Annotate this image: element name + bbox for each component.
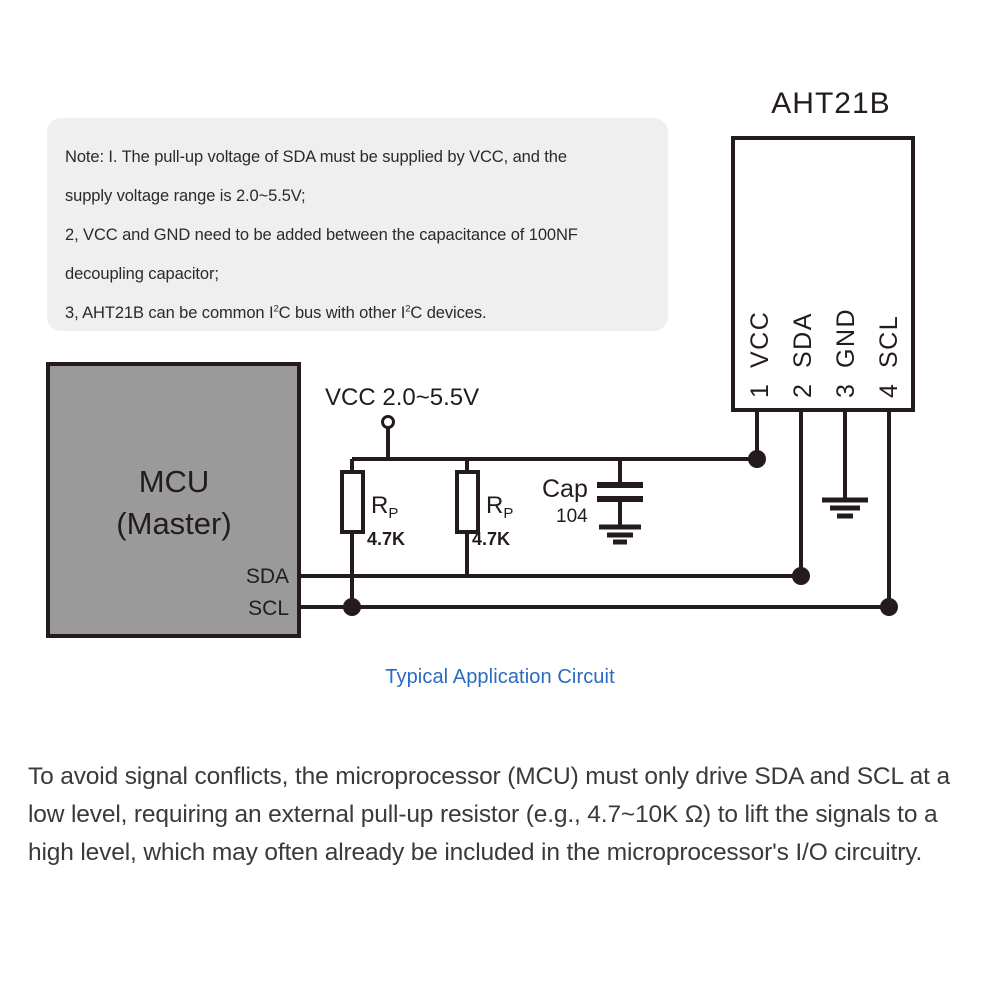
chip-pin-name-1: VCC xyxy=(746,311,774,368)
junction-dot-scl-chip xyxy=(880,598,898,616)
resistor1-symbol: RP xyxy=(371,492,398,522)
note-line-5-part-b: C bus with other I xyxy=(278,304,406,322)
chip-pin-label-2: 2 xyxy=(789,383,817,398)
note-line-5-sup-2: 2 xyxy=(405,303,411,315)
note-line-2: supply voltage range is 2.0~5.5V; xyxy=(65,187,306,205)
capacitor-label: Cap xyxy=(542,475,588,503)
mcu-block xyxy=(46,362,301,638)
typical-application-circuit-schematic: AHT21B 1 VCC 2 SDA 3 GND 4 SCL MCU (Mast… xyxy=(46,87,915,638)
vcc-terminal-node xyxy=(381,415,395,429)
chip-body xyxy=(731,136,915,412)
resistor1-body xyxy=(340,470,365,534)
resistor2-body xyxy=(455,470,480,534)
body-paragraph: To avoid signal conflicts, the microproc… xyxy=(28,763,950,866)
chip-title: AHT21B xyxy=(771,87,890,120)
mcu-label-line1: MCU xyxy=(139,464,210,499)
note-line-4: decoupling capacitor; xyxy=(65,265,219,283)
capacitor-value: 104 xyxy=(556,506,588,527)
figure-caption: Typical Application Circuit xyxy=(385,666,615,688)
mcu-port-scl-label: SCL xyxy=(248,597,289,620)
note-line-5-sup-1: 2 xyxy=(273,303,279,315)
note-line-5-part-c: C devices. xyxy=(410,304,487,322)
supply-voltage-label: VCC 2.0~5.5V xyxy=(325,384,479,411)
chip-pin-label-4: 4 xyxy=(875,383,903,398)
resistor2-symbol: RP xyxy=(486,492,513,522)
chip-pin-label-1: 1 xyxy=(746,383,774,398)
junction-dot-scl-resistor1 xyxy=(343,598,361,616)
chip-pin-label-3: 3 xyxy=(832,383,860,398)
junction-dot-vcc-chip xyxy=(748,450,766,468)
resistor1-value: 4.7K xyxy=(367,529,405,549)
chip-pin-name-2: SDA xyxy=(789,312,817,368)
note-callout-box: Note: I. The pull-up voltage of SDA must… xyxy=(47,118,668,331)
note-line-5-part-a: 3, AHT21B can be common I xyxy=(65,304,274,322)
mcu-label-line2: (Master) xyxy=(116,506,231,541)
chip-pin-name-4: SCL xyxy=(875,315,903,368)
note-line-1: Note: I. The pull-up voltage of SDA must… xyxy=(65,148,567,166)
note-line-5: 3, AHT21B can be common I2C bus with oth… xyxy=(65,294,650,333)
junction-dot-sda-chip xyxy=(792,567,810,585)
resistor2-value: 4.7K xyxy=(472,529,510,549)
note-line-3: 2, VCC and GND need to be added between … xyxy=(65,226,578,244)
chip-pin-name-3: GND xyxy=(832,308,860,368)
mcu-port-sda-label: SDA xyxy=(246,565,289,588)
